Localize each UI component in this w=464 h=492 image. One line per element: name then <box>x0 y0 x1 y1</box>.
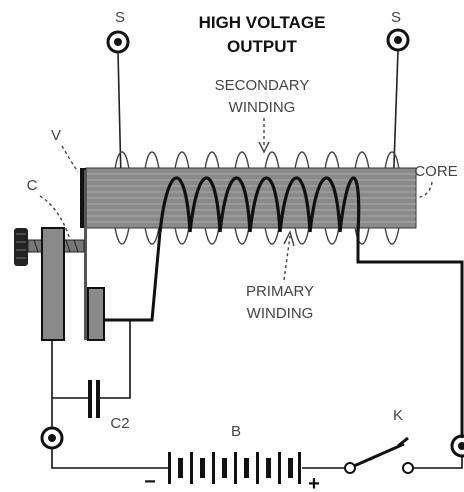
battery-minus-label: − <box>144 471 156 492</box>
terminal-right-label: S <box>391 9 401 26</box>
spring-base <box>87 287 105 341</box>
battery-plus-label: + <box>308 473 320 492</box>
wire-base-down <box>100 320 131 399</box>
primary-winding-label-2: WINDING <box>247 305 314 322</box>
terminal-right-bottom <box>450 434 464 458</box>
screw-post <box>41 227 65 341</box>
contact-label: C <box>27 177 38 194</box>
key-label: K <box>393 407 403 424</box>
title-line-2: OUTPUT <box>227 37 298 56</box>
iron-core <box>85 167 417 229</box>
capacitor-label: C2 <box>110 415 129 432</box>
primary-lead-left <box>104 231 162 322</box>
terminal-left-top <box>106 30 130 54</box>
vibrator-armature <box>80 168 86 228</box>
vibrator-arrow <box>61 145 79 173</box>
battery-label: B <box>231 423 241 440</box>
key-switch <box>344 436 414 474</box>
terminal-right-top <box>386 28 410 52</box>
vibrator-label: V <box>51 127 61 144</box>
primary-arrow <box>283 235 291 281</box>
terminal-left-bottom <box>40 426 64 450</box>
capacitor-c2 <box>88 380 100 418</box>
primary-winding-label-1: PRIMARY <box>246 283 314 300</box>
primary-winding <box>158 176 361 233</box>
bottom-wire-key <box>414 456 463 469</box>
core-arrow <box>415 181 433 199</box>
title-line-1: HIGH VOLTAGE <box>199 13 326 32</box>
primary-lead-right <box>356 232 464 438</box>
secondary-winding-label-1: SECONDARY <box>215 77 310 94</box>
secondary-winding-label-2: WINDING <box>229 99 296 116</box>
battery-b <box>168 452 301 484</box>
bottom-wire-left <box>51 448 168 469</box>
terminal-left-label: S <box>115 9 125 26</box>
vibrator-spring <box>84 170 87 340</box>
core-label: CORE <box>414 163 457 180</box>
